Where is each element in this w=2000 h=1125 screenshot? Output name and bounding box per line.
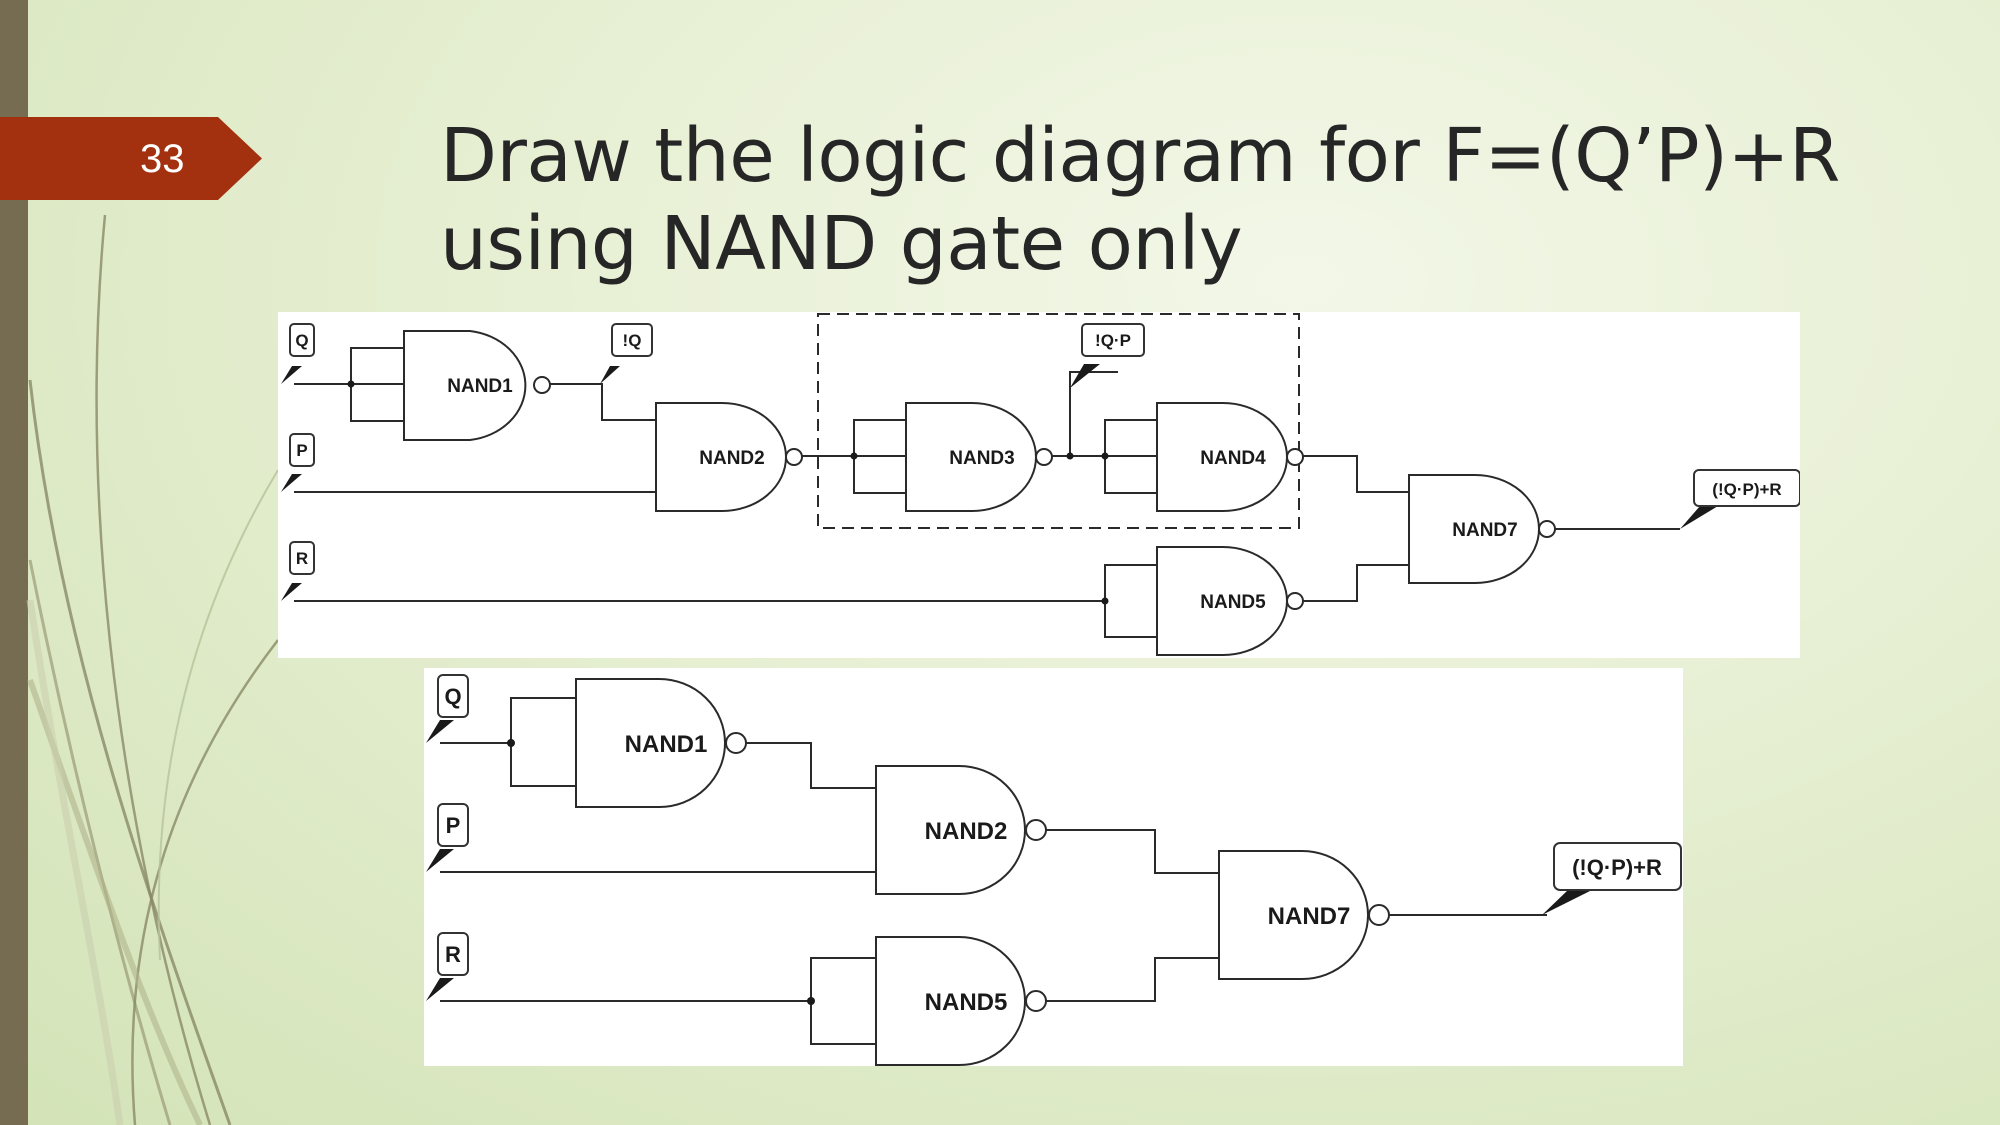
nand-circuit-diagram-simplified: Q P R NAND1 NAND2 NAND5 NAND7 (!Q·P)+R (424, 668, 1683, 1066)
slide-title: Draw the logic diagram for F=(Q’P)+R usi… (440, 113, 1840, 287)
svg-text:(!Q·P)+R: (!Q·P)+R (1712, 480, 1781, 499)
svg-text:NAND1: NAND1 (447, 376, 513, 397)
input-label-p: P (281, 433, 315, 492)
output-label: (!Q·P)+R (1680, 469, 1800, 529)
svg-text:R: R (296, 549, 308, 568)
input-label-r: R (426, 932, 469, 1001)
nand-gate-3: NAND3 (905, 402, 1053, 512)
nand-gate-1: NAND1 (403, 330, 551, 441)
nand-gate-7: NAND7 (1218, 850, 1390, 980)
svg-text:R: R (445, 942, 461, 967)
nand-circuit-diagram-detailed: Q P R !Q !Q·P NAND1 NAND2 NAND3 (278, 312, 1800, 658)
svg-text:P: P (446, 813, 461, 838)
svg-text:P: P (296, 441, 307, 460)
nand-gate-2: NAND2 (655, 402, 803, 512)
svg-text:NAND5: NAND5 (1200, 592, 1266, 613)
svg-text:(!Q·P)+R: (!Q·P)+R (1572, 855, 1662, 880)
svg-text:Q: Q (295, 331, 308, 350)
probe-label-not-q: !Q (600, 323, 653, 384)
decorative-leaf-curves (26, 214, 279, 1125)
output-label: (!Q·P)+R (1542, 842, 1682, 915)
probe-label-not-q-and-p: !Q·P (1070, 323, 1145, 388)
svg-text:!Q·P: !Q·P (1095, 331, 1131, 350)
input-label-q: Q (426, 674, 469, 743)
nand-gate-7: NAND7 (1408, 474, 1556, 584)
input-label-p: P (426, 803, 469, 872)
svg-text:!Q: !Q (623, 331, 642, 350)
svg-text:NAND5: NAND5 (925, 989, 1008, 1016)
svg-text:NAND2: NAND2 (925, 818, 1008, 845)
input-label-q: Q (281, 323, 315, 384)
svg-text:NAND4: NAND4 (1200, 448, 1266, 469)
svg-text:NAND7: NAND7 (1268, 903, 1351, 930)
slide-number: 33 (140, 137, 185, 181)
svg-text:Q: Q (444, 684, 461, 709)
input-label-r: R (281, 541, 315, 601)
svg-text:NAND7: NAND7 (1452, 520, 1517, 541)
dashed-group-box (817, 313, 1300, 529)
nand-gate-5: NAND5 (1156, 546, 1304, 656)
svg-text:NAND1: NAND1 (625, 731, 708, 758)
nand-gate-1: NAND1 (575, 678, 747, 808)
slide-number-badge (0, 117, 262, 200)
svg-text:NAND3: NAND3 (949, 448, 1014, 469)
nand-gate-4: NAND4 (1156, 402, 1304, 512)
nand-gate-5: NAND5 (875, 936, 1047, 1066)
nand-gate-2: NAND2 (875, 765, 1047, 895)
svg-text:NAND2: NAND2 (699, 448, 764, 469)
